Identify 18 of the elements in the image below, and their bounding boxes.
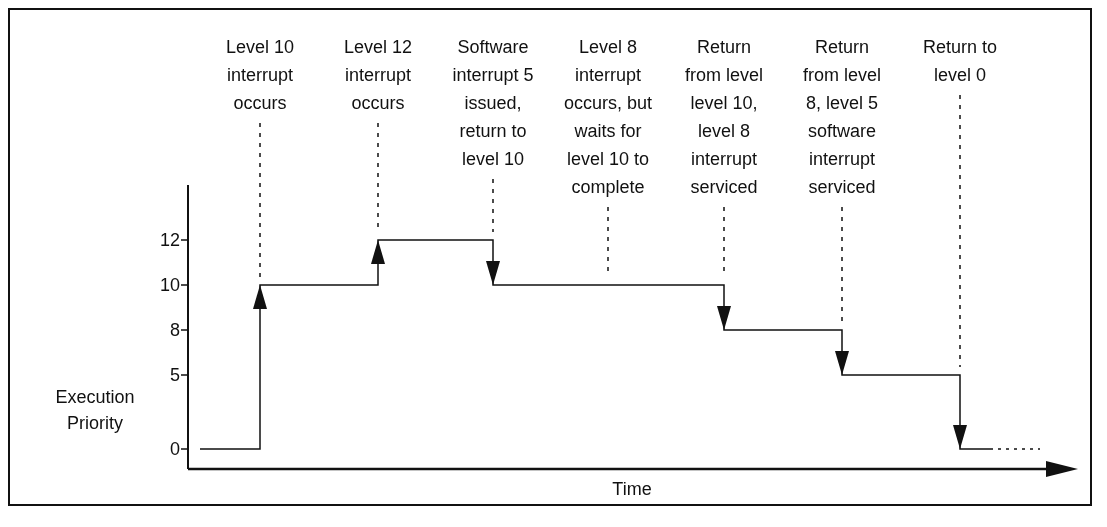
event-annotation: Level 8 interrupt occurs, but waits for level 10 to complete [562,33,654,201]
leader-line [259,122,261,278]
leader-line [492,178,494,233]
leader-line [959,94,961,368]
event-annotation: Return from level level 10, level 8 interrupt serviced [678,33,770,201]
event-annotation: Level 12 interrupt occurs [332,33,424,117]
axis-title: Execution Priority [54,386,136,435]
axis-title: Time [611,478,653,501]
axis-tick-label: 10 [159,274,180,297]
event-annotation: Return to level 0 [914,33,1006,89]
event-annotation: Level 10 interrupt occurs [214,33,306,117]
event-annotation: Software interrupt 5 issued, return to level 10 [447,33,539,173]
axis-tick-label: 5 [170,364,180,387]
axis-tick-label: 12 [159,229,180,252]
axis-tick-label: 8 [170,319,180,342]
event-annotation: Return from level 8, level 5 software interrupt serviced [796,33,888,201]
leader-line [841,206,843,323]
axis-tick-label: 0 [170,438,180,461]
